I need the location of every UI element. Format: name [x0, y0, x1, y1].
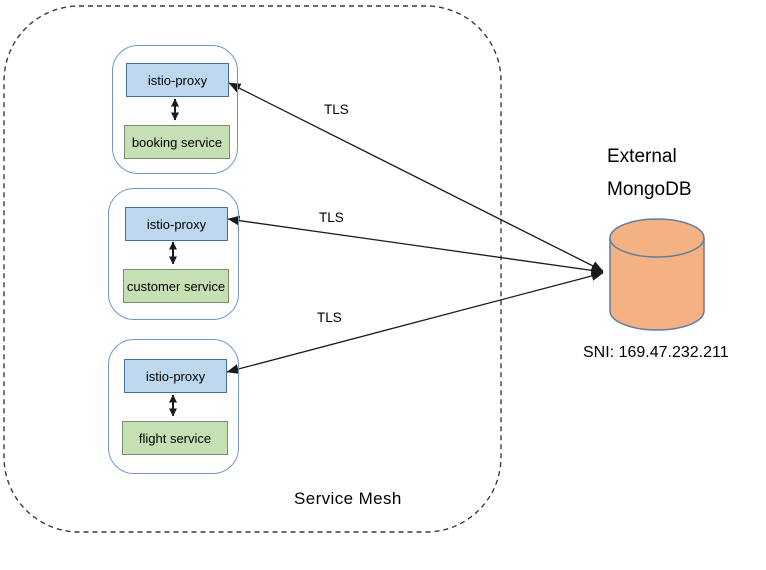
service-mesh-boundary: [3, 5, 502, 533]
istio-proxy-label: istio-proxy: [145, 368, 206, 384]
external-db-title-line1: External: [607, 146, 677, 167]
service-mesh-label: Service Mesh: [294, 489, 402, 508]
pod-customer: istio-proxy customer service: [108, 188, 239, 320]
istio-proxy-box: istio-proxy: [125, 207, 228, 241]
tls-connection-line-customer: [227, 215, 604, 276]
cylinder-body: [609, 238, 705, 331]
customer-service-label: customer service: [126, 278, 226, 294]
tls-label-booking: TLS: [324, 102, 349, 117]
istio-proxy-label: istio-proxy: [146, 216, 207, 232]
flight-service-label: flight service: [138, 430, 212, 446]
tls-label-customer: TLS: [319, 210, 344, 225]
istio-proxy-label: istio-proxy: [147, 72, 208, 88]
tls-label-flight: TLS: [317, 310, 342, 325]
pod-booking: istio-proxy booking service: [112, 45, 238, 174]
sni-label: SNI: 169.47.232.211: [583, 344, 729, 361]
tls-connection-line-booking: [228, 82, 604, 272]
external-db-title: External MongoDB: [607, 140, 692, 206]
tls-connection-line-flight: [226, 271, 604, 374]
cylinder-top: [609, 218, 705, 258]
flight-service-box: flight service: [122, 421, 228, 455]
pod-flight: istio-proxy flight service: [108, 339, 239, 474]
customer-service-box: customer service: [123, 269, 229, 303]
external-db-title-line2: MongoDB: [607, 179, 692, 200]
istio-proxy-box: istio-proxy: [124, 359, 227, 393]
booking-service-box: booking service: [124, 125, 230, 159]
istio-proxy-box: istio-proxy: [126, 63, 229, 97]
booking-service-label: booking service: [131, 134, 223, 150]
mongodb-cylinder: [609, 218, 705, 331]
